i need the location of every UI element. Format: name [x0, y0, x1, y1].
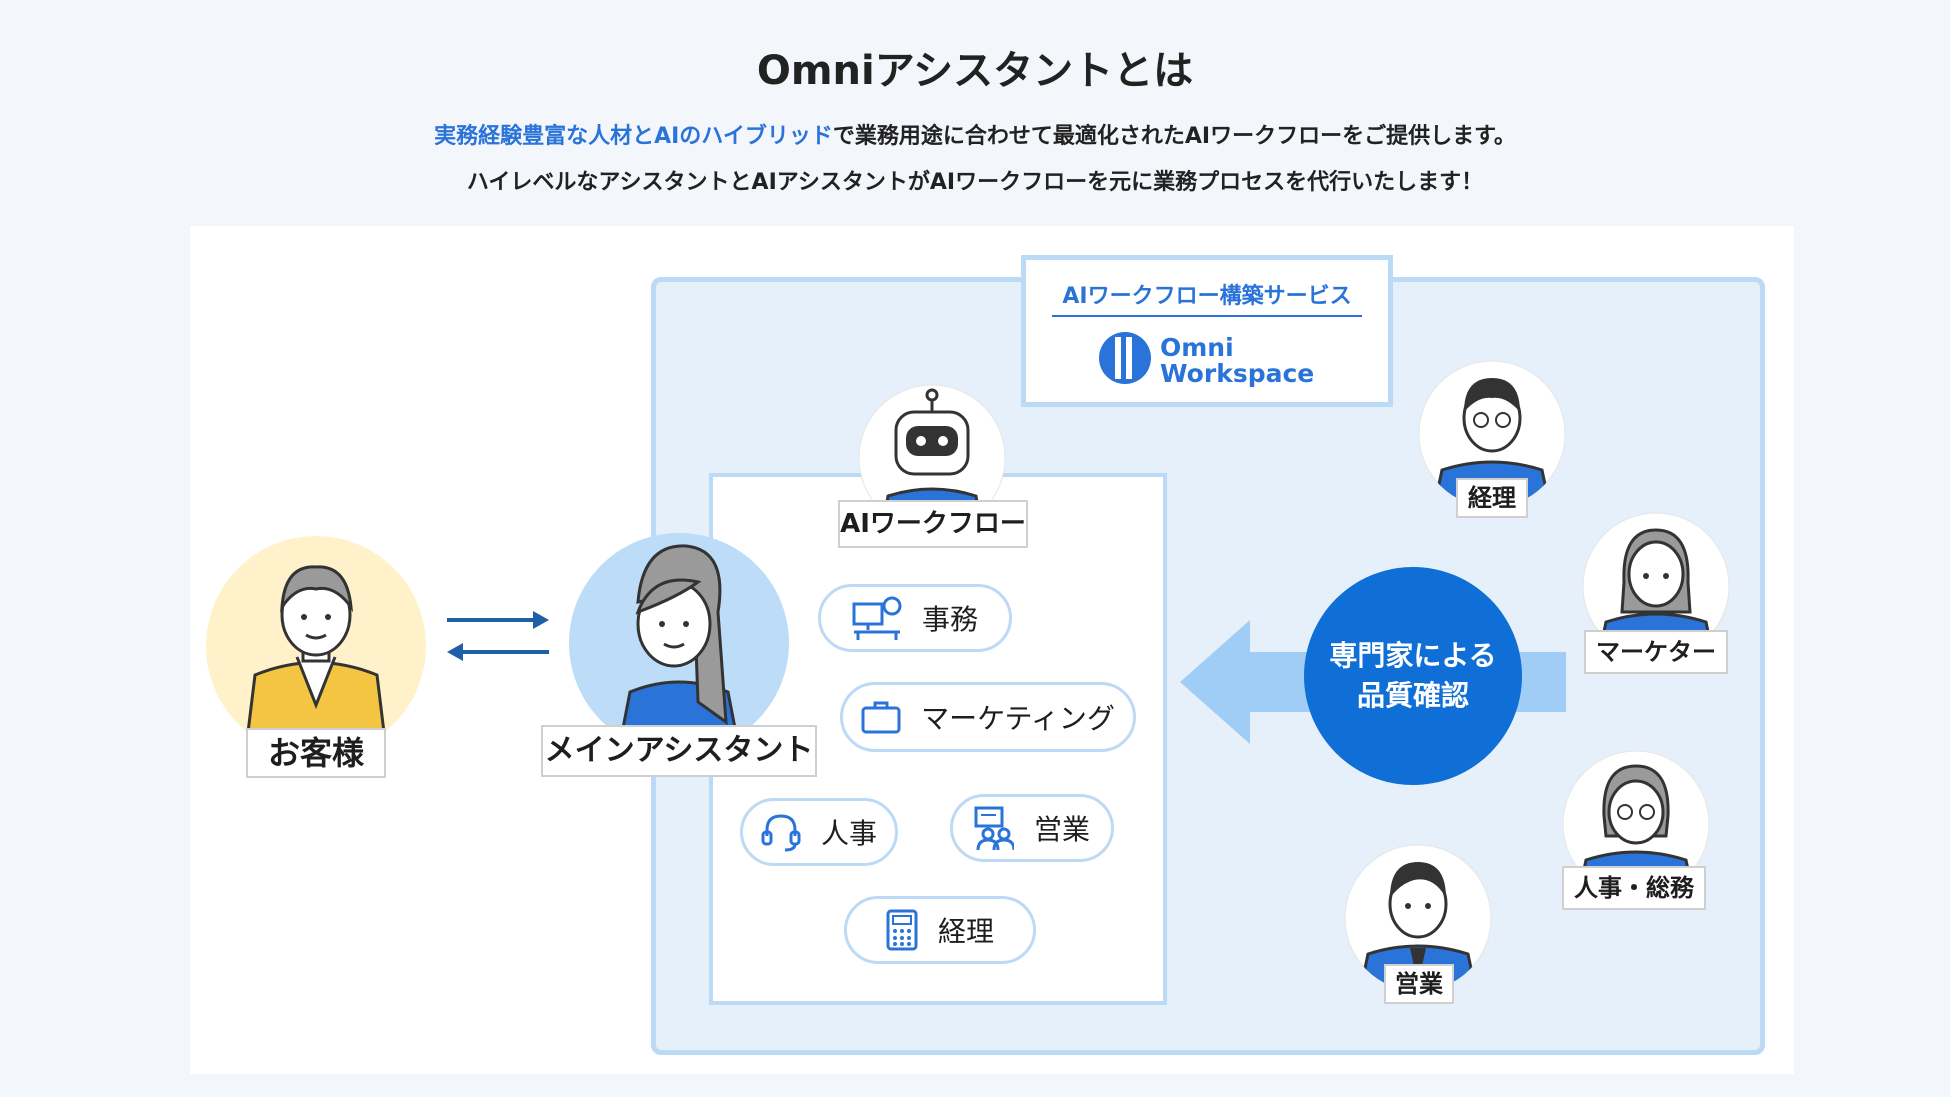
customer-avatar-icon — [206, 536, 426, 756]
task-label: 営業 — [1033, 813, 1090, 846]
meeting-icon — [974, 806, 1014, 850]
task-label: 経理 — [937, 915, 994, 948]
task-label: 人事 — [820, 817, 877, 850]
desk-computer-icon — [852, 596, 902, 640]
description-line-2: ハイレベルなアシスタントとAIアシスタントがAIワークフローを元に業務プロセスを… — [466, 170, 1484, 195]
expert-hr-label: 人事・総務 — [1562, 866, 1706, 910]
task-pill-sales: 営業 — [950, 794, 1114, 862]
service-title: AIワークフロー構築サービス — [1062, 284, 1352, 309]
task-label: マーケティング — [921, 702, 1115, 735]
expert-sales-label: 営業 — [1384, 964, 1454, 1004]
expert-sales-avatar-icon — [1344, 844, 1492, 992]
service-box: AIワークフロー構築サービス Omni Workspace — [1021, 255, 1393, 407]
description-highlight: 実務経験豊富な人材とAIのハイブリッド — [434, 124, 833, 149]
main-assistant-avatar-icon — [569, 533, 789, 753]
headset-icon — [761, 814, 801, 852]
quality-line-1: 専門家による — [1329, 639, 1497, 672]
page-title: Omniアシスタントとは — [756, 48, 1194, 94]
description-rest: で業務用途に合わせて最適化されたAIワークフローをご提供します。 — [832, 124, 1516, 149]
logo-line-1: Omni — [1160, 333, 1234, 362]
task-pill-hr: 人事 — [740, 798, 898, 866]
description-line-1: 実務経験豊富な人材とAIのハイブリッドで業務用途に合わせて最適化されたAIワーク… — [0, 118, 1950, 150]
omni-workspace-logo-icon — [1099, 332, 1151, 384]
exchange-arrows-icon — [447, 611, 549, 661]
main-assistant-label: メインアシスタント — [541, 725, 817, 777]
briefcase-icon — [861, 701, 901, 734]
logo-text: Omni Workspace — [1160, 335, 1314, 387]
task-pill-marketing: マーケティング — [840, 682, 1136, 752]
quality-check-circle: 専門家による 品質確認 — [1304, 567, 1522, 785]
task-pill-accounting: 経理 — [844, 896, 1036, 964]
expert-marketer-label: マーケター — [1584, 630, 1728, 674]
expert-accounting-label: 経理 — [1456, 478, 1528, 518]
customer-label: お客様 — [246, 728, 386, 778]
quality-line-2: 品質確認 — [1356, 679, 1469, 712]
logo-line-2: Workspace — [1160, 359, 1315, 388]
task-pill-office: 事務 — [818, 584, 1012, 652]
expert-hr-avatar-icon — [1562, 750, 1710, 898]
ai-workflow-label: AIワークフロー — [838, 500, 1028, 548]
calculator-icon — [886, 909, 918, 951]
service-divider — [1052, 315, 1362, 317]
task-label: 事務 — [921, 603, 978, 636]
